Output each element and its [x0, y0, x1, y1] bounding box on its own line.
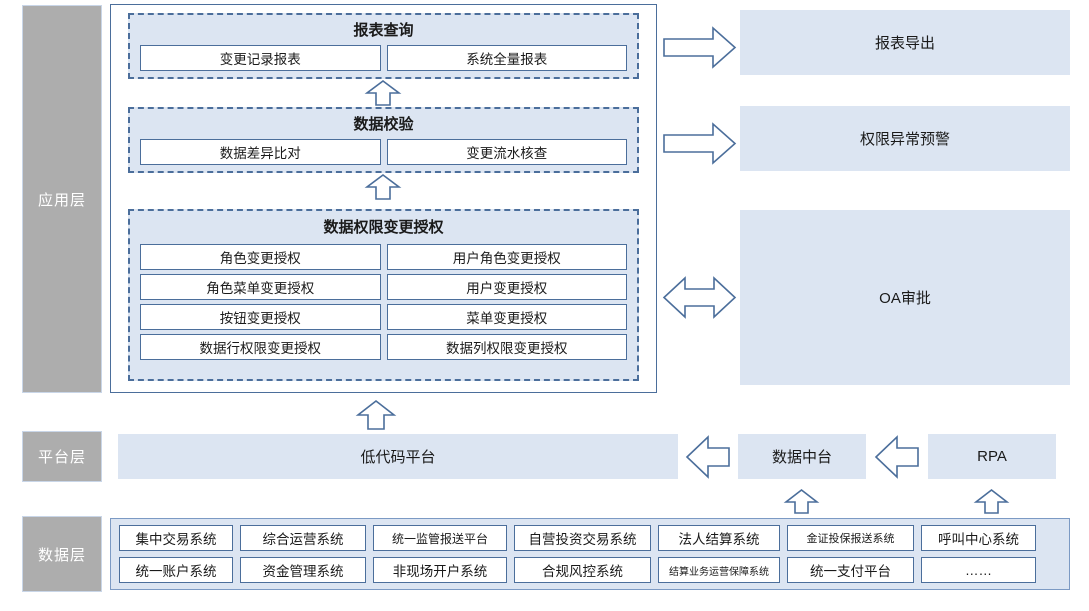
platform-box-low-code-platform[interactable]: 低代码平台 — [118, 434, 678, 479]
data-layer-row-1: 集中交易系统 综合运营系统 统一监管报送平台 自营投资交易系统 法人结算系统 金… — [119, 525, 1036, 551]
item-system-full-report[interactable]: 系统全量报表 — [386, 45, 627, 71]
data-item-unified-account-system[interactable]: 统一账户系统 — [119, 557, 233, 583]
arrow-left-rpa-to-data-middle — [874, 435, 919, 479]
platform-box-rpa-label: RPA — [977, 448, 1007, 465]
item-change-record-report[interactable]: 变更记录报表 — [140, 45, 381, 71]
platform-box-low-code-label: 低代码平台 — [360, 449, 436, 466]
layer-label-application: 应用层 — [22, 5, 102, 393]
item-data-row-permission-change-authorization[interactable]: 数据行权限变更授权 — [140, 334, 381, 360]
data-item-remote-account-opening-system[interactable]: 非现场开户系统 — [373, 557, 507, 583]
group-data-verification: 数据校验 数据差异比对 变更流水核查 — [128, 107, 639, 173]
external-box-permission-alert-label: 权限异常预警 — [859, 131, 950, 148]
external-box-report-export[interactable]: 报表导出 — [740, 10, 1070, 75]
item-role-menu-change-authorization[interactable]: 角色菜单变更授权 — [140, 274, 381, 300]
data-item-fund-management-system[interactable]: 资金管理系统 — [240, 557, 366, 583]
item-menu-change-authorization[interactable]: 菜单变更授权 — [386, 304, 627, 330]
external-box-oa-approval-label: OA审批 — [879, 290, 931, 307]
group-data-permission-items: 角色变更授权 用户角色变更授权 角色菜单变更授权 用户变更授权 按钮变更授权 菜… — [140, 244, 627, 360]
data-item-unified-payment-platform[interactable]: 统一支付平台 — [787, 557, 914, 583]
group-report-query-items: 变更记录报表 系统全量报表 — [140, 45, 627, 71]
item-data-difference-comparison[interactable]: 数据差异比对 — [140, 139, 381, 165]
group-data-verification-title: 数据校验 — [353, 116, 414, 133]
data-item-central-trading-system[interactable]: 集中交易系统 — [119, 525, 233, 551]
layer-label-data: 数据层 — [22, 516, 102, 592]
layer-label-application-text: 应用层 — [37, 191, 86, 209]
arrow-up-data-to-data-middle — [783, 488, 820, 514]
item-user-role-change-authorization[interactable]: 用户角色变更授权 — [386, 244, 627, 270]
group-data-verification-items: 数据差异比对 变更流水核查 — [140, 139, 627, 165]
item-data-column-permission-change-authorization[interactable]: 数据列权限变更授权 — [386, 334, 627, 360]
data-item-proprietary-investment-trading-system[interactable]: 自营投资交易系统 — [514, 525, 651, 551]
data-layer-container: 集中交易系统 综合运营系统 统一监管报送平台 自营投资交易系统 法人结算系统 金… — [110, 518, 1070, 590]
platform-box-data-middle-label: 数据中台 — [771, 449, 832, 466]
layer-label-platform-text: 平台层 — [37, 449, 86, 466]
arrow-bidirectional-to-oa-approval — [662, 276, 737, 319]
item-change-flow-audit[interactable]: 变更流水核查 — [386, 139, 627, 165]
arrow-up-platform-to-application — [355, 399, 397, 430]
layer-label-platform: 平台层 — [22, 431, 102, 482]
arrow-up-authorization-to-verification — [364, 174, 402, 200]
layer-label-data-text: 数据层 — [37, 546, 86, 564]
group-report-query: 报表查询 变更记录报表 系统全量报表 — [128, 13, 639, 79]
data-item-call-center-system[interactable]: 呼叫中心系统 — [921, 525, 1036, 551]
data-item-settlement-business-operation-support-system[interactable]: 结算业务运营保障系统 — [658, 557, 780, 583]
group-data-permission-title: 数据权限变更授权 — [323, 219, 444, 236]
item-role-change-authorization[interactable]: 角色变更授权 — [140, 244, 381, 270]
external-box-report-export-label: 报表导出 — [874, 35, 935, 52]
arrow-left-data-middle-to-low-code — [685, 435, 730, 479]
data-item-compliance-risk-control-system[interactable]: 合规风控系统 — [514, 557, 651, 583]
data-item-unified-regulatory-reporting-platform[interactable]: 统一监管报送平台 — [373, 525, 507, 551]
arrow-up-verification-to-report — [364, 80, 402, 106]
external-box-permission-anomaly-alert[interactable]: 权限异常预警 — [740, 106, 1070, 171]
platform-box-rpa[interactable]: RPA — [928, 434, 1056, 479]
group-report-query-title: 报表查询 — [353, 22, 414, 39]
item-button-change-authorization[interactable]: 按钮变更授权 — [140, 304, 381, 330]
external-box-oa-approval[interactable]: OA审批 — [740, 210, 1070, 385]
data-item-ellipsis[interactable]: …… — [921, 557, 1036, 583]
arrow-right-to-report-export — [663, 26, 737, 69]
platform-box-data-middle-platform[interactable]: 数据中台 — [738, 434, 866, 479]
data-layer-row-2: 统一账户系统 资金管理系统 非现场开户系统 合规风控系统 结算业务运营保障系统 … — [119, 557, 1036, 583]
arrow-right-to-permission-alert — [663, 122, 737, 165]
data-item-jinzheng-insurance-reporting-system[interactable]: 金证投保报送系统 — [787, 525, 914, 551]
arrow-up-data-to-rpa — [973, 488, 1010, 514]
item-user-change-authorization[interactable]: 用户变更授权 — [386, 274, 627, 300]
data-item-legal-entity-settlement-system[interactable]: 法人结算系统 — [658, 525, 780, 551]
data-item-integrated-operation-system[interactable]: 综合运营系统 — [240, 525, 366, 551]
group-data-permission-change-authorization: 数据权限变更授权 角色变更授权 用户角色变更授权 角色菜单变更授权 用户变更授权… — [128, 209, 639, 381]
